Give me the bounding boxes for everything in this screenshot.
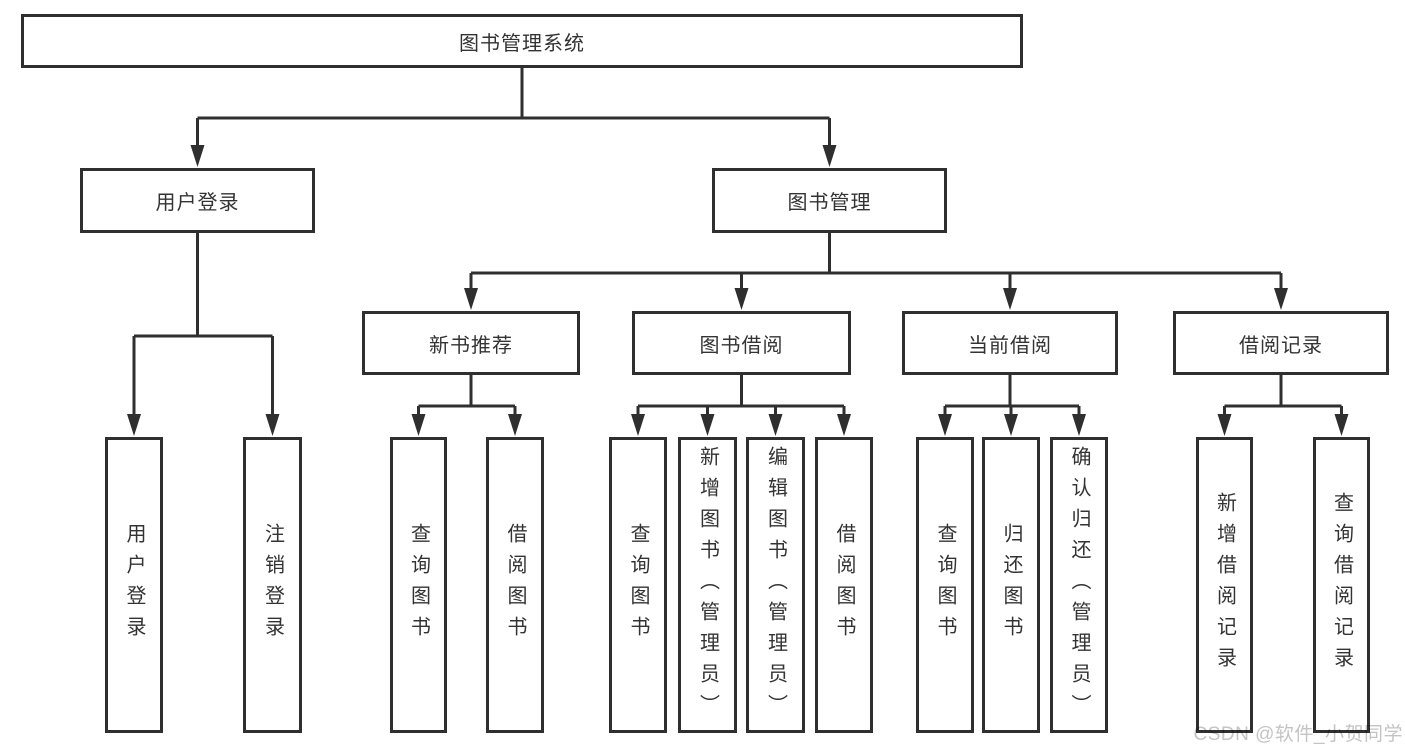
leaf-borrow-borrow-books-label: 借阅图书 [833, 523, 855, 647]
leaf-borrow-add-books-admin-label: 新增图书（管理员） [696, 445, 719, 725]
leaf-current-confirm-return-admin-label: 确认归还（管理员） [1068, 445, 1090, 725]
leaf-borrow-edit-books-admin-label: 编辑图书（管理员） [764, 445, 787, 725]
node-root-label: 图书管理系统 [459, 32, 585, 55]
connector-root-to-level2 [196, 68, 831, 147]
leaf-newbook-query-books-label: 查询图书 [407, 523, 430, 647]
leaf-records-add-record-label: 新增借阅记录 [1213, 492, 1236, 678]
leaf-records-add-record: 新增借阅记录 [1196, 437, 1253, 733]
leaf-newbook-borrow-books-label: 借阅图书 [504, 523, 526, 647]
leaf-records-query-record-label: 查询借阅记录 [1330, 492, 1353, 678]
connector-current-borrow-children [943, 375, 1081, 416]
node-current-borrowing-label: 当前借阅 [968, 334, 1052, 357]
node-book-management-label: 图书管理 [787, 192, 872, 214]
node-borrowing-records-label: 借阅记录 [1239, 334, 1323, 357]
node-book-borrowing-label: 图书借阅 [699, 334, 784, 357]
leaf-current-query-books-label: 查询图书 [934, 523, 956, 647]
node-book-borrowing: 图书借阅 [632, 311, 851, 375]
leaf-current-confirm-return-admin: 确认归还（管理员） [1050, 437, 1108, 733]
node-root: 图书管理系统 [21, 14, 1023, 68]
leaf-newbook-borrow-books: 借阅图书 [486, 437, 544, 733]
connector-user-login-children [132, 233, 274, 416]
leaf-current-return-books-label: 归还图书 [1000, 523, 1022, 647]
leaf-borrow-query-books: 查询图书 [609, 437, 667, 733]
leaf-records-query-record: 查询借阅记录 [1313, 437, 1370, 733]
csdn-watermark: CSDN @软件_小贺同学 [1193, 724, 1403, 745]
leaf-current-return-books: 归还图书 [982, 437, 1040, 733]
connector-new-book-children [417, 375, 517, 416]
node-new-book-recommendation: 新书推荐 [362, 311, 580, 375]
node-new-book-recommendation-label: 新书推荐 [429, 334, 513, 357]
connector-book-borrow-children [636, 375, 846, 416]
leaf-newbook-query-books: 查询图书 [390, 437, 447, 733]
node-book-management: 图书管理 [712, 168, 947, 233]
leaf-borrow-borrow-books: 借阅图书 [815, 437, 873, 733]
node-user-login-label: 用户登录 [155, 192, 240, 214]
connector-borrow-records-children [1223, 375, 1343, 416]
node-borrowing-records: 借阅记录 [1173, 311, 1389, 375]
leaf-borrow-edit-books-admin: 编辑图书（管理员） [746, 437, 805, 733]
leaf-logout-label: 注销登录 [261, 523, 284, 647]
leaf-borrow-add-books-admin: 新增图书（管理员） [678, 437, 737, 733]
leaf-current-query-books: 查询图书 [916, 437, 974, 733]
leaf-user-login-label: 用户登录 [123, 523, 145, 647]
node-user-login: 用户登录 [80, 168, 315, 233]
leaf-logout: 注销登录 [243, 437, 302, 733]
leaf-user-login: 用户登录 [105, 437, 163, 733]
leaf-borrow-query-books-label: 查询图书 [627, 523, 649, 647]
connector-book-management-children [469, 233, 1283, 290]
node-current-borrowing: 当前借阅 [902, 311, 1118, 375]
